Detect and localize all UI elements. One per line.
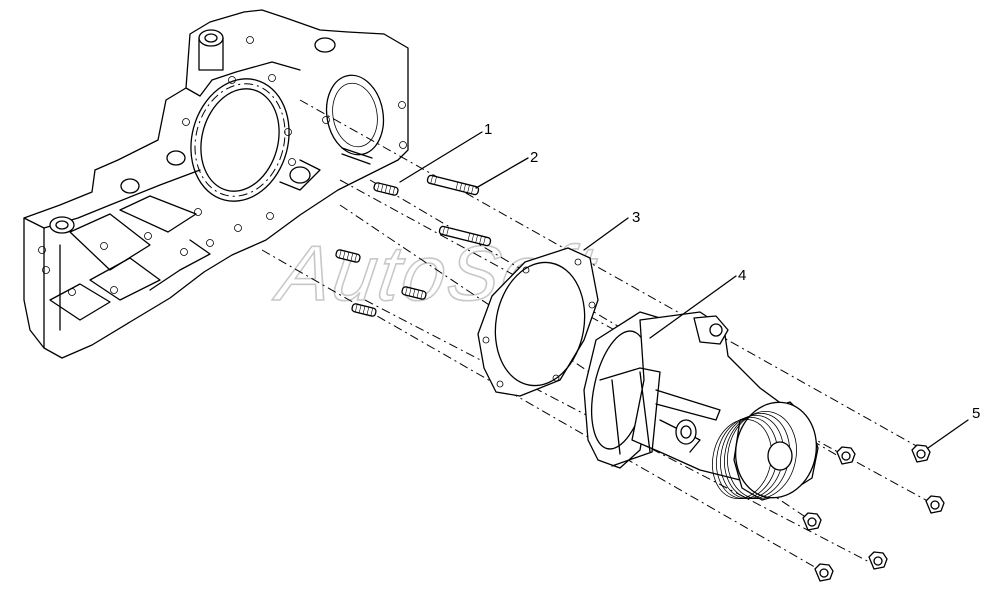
gasket: [477, 247, 599, 397]
hex-nut: [814, 563, 834, 582]
callout-number: 3: [632, 209, 640, 226]
callout-1: 1: [399, 121, 492, 183]
callout-2: 2: [475, 149, 538, 189]
stud-bolts: [335, 174, 492, 317]
short-stud: [401, 286, 427, 300]
long-stud: [438, 225, 492, 247]
short-stud: [373, 182, 399, 196]
water-pump: [583, 311, 819, 501]
callout-5: 5: [927, 405, 980, 449]
hex-nuts: [802, 444, 945, 582]
callout-number: 4: [738, 267, 746, 284]
hex-nut: [802, 512, 822, 531]
gear-housing: [23, 9, 409, 359]
callout-3: 3: [583, 209, 640, 251]
short-stud: [351, 303, 377, 317]
hex-nut: [925, 495, 945, 514]
hex-nut: [836, 446, 856, 465]
callout-number: 1: [484, 121, 492, 138]
short-stud: [335, 249, 361, 263]
hex-nut: [911, 444, 931, 463]
callout-number: 5: [972, 405, 980, 422]
callout-4: 4: [649, 267, 746, 339]
long-stud: [426, 174, 480, 196]
callout-number: 2: [530, 149, 538, 166]
hex-nut: [868, 551, 888, 570]
